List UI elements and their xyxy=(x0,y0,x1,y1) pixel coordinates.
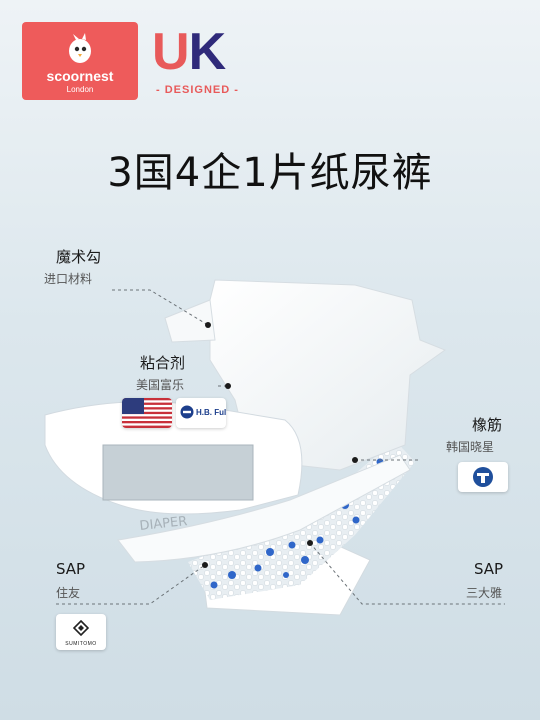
diaper-print: DIAPER xyxy=(139,514,188,534)
sap-left-sub: 住友 xyxy=(56,586,81,600)
uk-letter-k: K xyxy=(188,23,227,81)
hb-fuller-logo: H.B. Fuller xyxy=(176,398,226,428)
velcro-title: 魔术勾 xyxy=(56,248,102,266)
sap-right-title: SAP xyxy=(474,560,504,578)
uk-designed-logo: UK - DESIGNED - xyxy=(152,22,262,102)
us-flag-icon xyxy=(122,398,172,428)
callout-dots xyxy=(202,322,358,568)
hb-fuller-emblem-icon xyxy=(180,405,194,419)
sap-right-sub: 三大雅 xyxy=(466,586,503,600)
uk-letters: UK xyxy=(152,22,227,82)
brand-name: scoornest xyxy=(46,68,114,84)
page-headline: 3国4企1片纸尿裤 xyxy=(107,150,433,196)
hb-fuller-text: H.B. Fuller xyxy=(196,408,226,417)
adhesive-sub: 美国富乐 xyxy=(136,378,185,392)
sumitomo-logo: SUMITOMO xyxy=(56,614,106,650)
elastic-title: 橡筋 xyxy=(472,416,503,434)
velcro-sub: 进口材料 xyxy=(44,272,93,286)
uk-designed-tagline: - DESIGNED - xyxy=(156,84,239,96)
brand-city: London xyxy=(66,85,94,94)
velcro-tab xyxy=(164,299,216,343)
front-window xyxy=(102,444,254,501)
bird-mascot-icon xyxy=(69,33,91,63)
callout-lines xyxy=(56,289,505,605)
adhesive-title: 粘合剂 xyxy=(140,354,186,372)
hyosung-logo xyxy=(458,462,508,492)
elastic-sub: 韩国晓星 xyxy=(446,440,495,454)
inner-pad xyxy=(117,454,411,563)
uk-letter-u: U xyxy=(152,23,190,81)
sap-left-title: SAP xyxy=(56,560,86,578)
sumitomo-emblem-icon xyxy=(73,620,89,636)
sap-blue-beads xyxy=(210,458,384,589)
scoornest-brand-badge: scoornest London xyxy=(22,22,138,100)
sumitomo-text: SUMITOMO xyxy=(65,641,97,647)
